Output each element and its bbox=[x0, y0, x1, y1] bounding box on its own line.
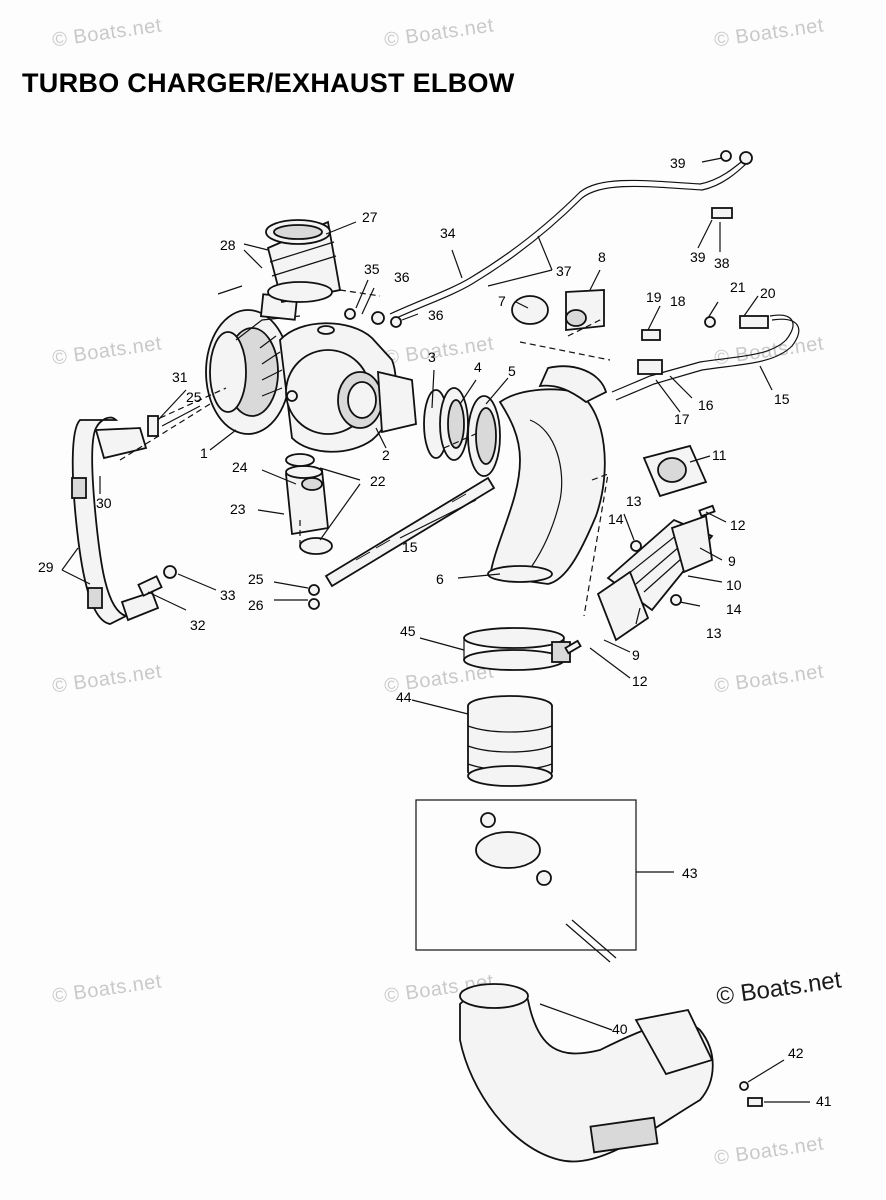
oil-line-hose-part bbox=[71, 416, 160, 625]
callout-13b: 13 bbox=[706, 625, 722, 641]
callout-43: 43 bbox=[682, 865, 698, 881]
drive-shaft-part bbox=[324, 476, 496, 588]
callout-36b: 36 bbox=[428, 307, 444, 323]
hose-coupler-part bbox=[265, 219, 342, 304]
callout-12b: 12 bbox=[632, 673, 648, 689]
callout-10: 10 bbox=[726, 577, 742, 593]
callout-3: 3 bbox=[428, 349, 436, 365]
callout-32: 32 bbox=[190, 617, 206, 633]
band-clamp-part bbox=[463, 627, 571, 671]
flange-clamp-part bbox=[423, 387, 501, 477]
callout-4: 4 bbox=[474, 359, 482, 375]
callout-26: 26 bbox=[248, 597, 264, 613]
exhaust-elbow-part bbox=[459, 983, 714, 1163]
callout-37: 37 bbox=[556, 263, 572, 279]
callout-33: 33 bbox=[220, 587, 236, 603]
page-title: TURBO CHARGER/EXHAUST ELBOW bbox=[22, 68, 515, 98]
callout-21: 21 bbox=[730, 279, 746, 295]
hose-fitting-part bbox=[137, 565, 177, 597]
callout-36a: 36 bbox=[394, 269, 410, 285]
callout-20: 20 bbox=[760, 285, 776, 301]
wastegate-line-part bbox=[611, 314, 800, 401]
flange-adapter-part bbox=[596, 444, 714, 642]
callout-45: 45 bbox=[400, 623, 416, 639]
callout-labels: 1 2 3 4 5 6 7 8 9 9 10 11 12 12 13 13 14… bbox=[38, 155, 832, 1109]
callout-25b: 25 bbox=[248, 571, 264, 587]
callout-17: 17 bbox=[674, 411, 690, 427]
small-hardware-parts bbox=[147, 150, 763, 1107]
rubber-coupler-part bbox=[467, 695, 553, 787]
callout-29: 29 bbox=[38, 559, 54, 575]
callout-14b: 14 bbox=[726, 601, 742, 617]
callout-9a: 9 bbox=[728, 553, 736, 569]
callout-25a: 25 bbox=[186, 389, 202, 405]
callout-42: 42 bbox=[788, 1045, 804, 1061]
alignment-dashed-lines bbox=[119, 289, 611, 617]
callout-24: 24 bbox=[232, 459, 248, 475]
callout-23: 23 bbox=[230, 501, 246, 517]
hose-elbow-part bbox=[511, 289, 605, 331]
callout-14a: 14 bbox=[608, 511, 624, 527]
callout-15a: 15 bbox=[774, 391, 790, 407]
turbocharger-part bbox=[205, 293, 417, 453]
callout-5: 5 bbox=[508, 363, 516, 379]
callout-31: 31 bbox=[172, 369, 188, 385]
callout-1: 1 bbox=[200, 445, 208, 461]
callout-6: 6 bbox=[436, 571, 444, 587]
callout-40: 40 bbox=[612, 1021, 628, 1037]
callout-11: 11 bbox=[712, 447, 727, 463]
callout-28: 28 bbox=[220, 237, 236, 253]
callout-38: 38 bbox=[714, 255, 730, 271]
callout-9b: 9 bbox=[632, 647, 640, 663]
exhaust-elbow-pipe-part bbox=[487, 365, 608, 585]
callout-39a: 39 bbox=[670, 155, 686, 171]
callout-19: 19 bbox=[646, 289, 662, 305]
callout-16: 16 bbox=[698, 397, 714, 413]
callout-34: 34 bbox=[440, 225, 456, 241]
callout-15b: 15 bbox=[402, 539, 418, 555]
leader-lines bbox=[61, 157, 810, 1103]
callout-30: 30 bbox=[96, 495, 112, 511]
flapper-kit-box bbox=[415, 799, 637, 963]
callout-13a: 13 bbox=[626, 493, 642, 509]
callout-12a: 12 bbox=[730, 517, 746, 533]
callout-7: 7 bbox=[498, 293, 506, 309]
callout-44: 44 bbox=[396, 689, 412, 705]
callout-27: 27 bbox=[362, 209, 378, 225]
callout-8: 8 bbox=[598, 249, 606, 265]
callout-35: 35 bbox=[364, 261, 380, 277]
water-elbow-part bbox=[285, 453, 333, 555]
oil-tube-part bbox=[389, 151, 753, 321]
callout-41: 41 bbox=[816, 1093, 832, 1109]
callout-39b: 39 bbox=[690, 249, 706, 265]
callout-2: 2 bbox=[382, 447, 390, 463]
callout-18: 18 bbox=[670, 293, 686, 309]
callout-22: 22 bbox=[370, 473, 386, 489]
